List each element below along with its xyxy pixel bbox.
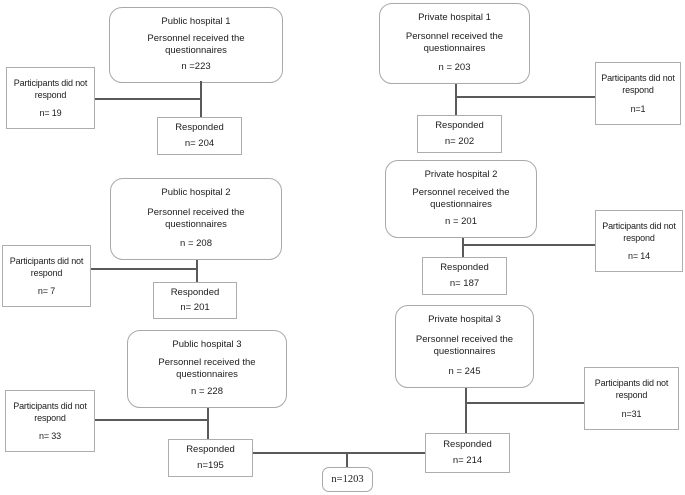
responded-label: Responded	[435, 120, 484, 132]
total-n-value: n=1203	[331, 474, 364, 485]
hospital-title: Public hospital 1	[161, 16, 231, 27]
connector-horizontal	[462, 244, 595, 246]
nonresponse-n-value: n= 33	[38, 431, 62, 442]
responded-n-value: n= 204	[184, 137, 215, 149]
responded-box: Responded n= 187	[422, 257, 507, 295]
nonresponse-n-value: n=1	[630, 104, 646, 114]
connector-horizontal-total	[253, 452, 425, 454]
responded-label: Responded	[175, 122, 224, 134]
nonresponse-box: Participants did not respond n= 7	[2, 245, 91, 307]
nonresponse-label: Participants did not respond	[13, 77, 88, 100]
hospital-n-value: n = 201	[445, 216, 477, 227]
connector-vertical-total	[346, 452, 348, 467]
nonresponse-n-value: n= 19	[39, 108, 62, 119]
hospital-desc: Personnel received the questionnaires	[412, 186, 510, 210]
responded-box: Responded n= 202	[417, 115, 502, 153]
hospital-box-private-2: Private hospital 2 Personnel received th…	[385, 160, 537, 238]
connector-vertical	[200, 81, 202, 117]
hospital-desc: Personnel received the questionnaires	[147, 206, 245, 230]
hospital-box-public-3: Public hospital 3 Personnel received the…	[127, 330, 287, 408]
hospital-box-public-2: Public hospital 2 Personnel received the…	[110, 178, 282, 260]
connector-vertical	[196, 260, 198, 282]
hospital-desc: Personnel received the questionnaires	[158, 356, 256, 380]
nonresponse-label: Participants did not respond	[602, 220, 676, 243]
responded-n-value: n= 214	[452, 455, 483, 466]
responded-box: Responded n= 204	[157, 117, 242, 155]
nonresponse-box: Participants did not respond n= 14	[595, 210, 683, 272]
responded-n-value: n=195	[197, 459, 224, 471]
connector-vertical	[462, 238, 464, 257]
connector-horizontal	[95, 419, 207, 421]
responded-n-value: n= 202	[444, 135, 475, 147]
responded-n-value: n= 187	[449, 277, 480, 289]
hospital-box-private-3: Private hospital 3 Personnel received th…	[395, 305, 534, 388]
nonresponse-n-value: n= 7	[37, 286, 56, 297]
hospital-box-private-1: Private hospital 1 Personnel received th…	[379, 3, 530, 84]
nonresponse-label: Participants did not respond	[13, 400, 87, 423]
hospital-desc: Personnel received the questionnaires	[147, 32, 245, 56]
total-box: n=1203	[322, 467, 373, 492]
hospital-title: Private hospital 3	[428, 314, 501, 325]
hospital-n-value: n = 208	[180, 238, 212, 249]
nonresponse-box: Participants did not respond n=1	[595, 62, 681, 125]
hospital-title: Private hospital 1	[418, 12, 491, 23]
connector-horizontal	[95, 98, 200, 100]
connector-horizontal	[455, 96, 595, 98]
hospital-n-value: n = 245	[448, 366, 481, 377]
nonresponse-box: Participants did not respond n= 19	[6, 67, 95, 129]
responded-label: Responded	[440, 262, 489, 274]
hospital-box-public-1: Public hospital 1 Personnel received the…	[109, 7, 283, 83]
hospital-title: Public hospital 2	[161, 187, 231, 198]
nonresponse-n-value: n= 14	[627, 251, 651, 262]
nonresponse-label: Participants did not respond	[9, 255, 84, 278]
connector-vertical	[465, 388, 467, 433]
connector-vertical	[207, 408, 209, 439]
hospital-desc: Personnel received the questionnaires	[415, 334, 514, 357]
connector-horizontal	[91, 268, 196, 270]
nonresponse-box: Participants did not respond n= 33	[5, 390, 95, 452]
responded-box: Responded n=195	[168, 439, 253, 477]
hospital-n-value: n = 203	[438, 62, 471, 73]
responded-n-value: n= 201	[180, 302, 210, 313]
responded-box: Responded n= 214	[425, 433, 510, 473]
nonresponse-n-value: n=31	[621, 409, 642, 419]
hospital-desc: Personnel received the questionnaires	[405, 31, 504, 54]
nonresponse-label: Participants did not respond	[601, 73, 675, 95]
nonresponse-label: Participants did not respond	[594, 378, 669, 400]
responded-label: Responded	[170, 287, 220, 298]
hospital-n-value: n =223	[181, 61, 211, 72]
responded-label: Responded	[186, 444, 235, 456]
hospital-title: Private hospital 2	[424, 169, 498, 180]
connector-vertical	[455, 84, 457, 115]
nonresponse-box: Participants did not respond n=31	[584, 367, 679, 430]
connector-horizontal	[465, 402, 584, 404]
responded-label: Responded	[443, 439, 492, 450]
hospital-title: Public hospital 3	[172, 339, 242, 350]
responded-box: Responded n= 201	[153, 282, 237, 319]
hospital-n-value: n = 228	[191, 386, 223, 397]
